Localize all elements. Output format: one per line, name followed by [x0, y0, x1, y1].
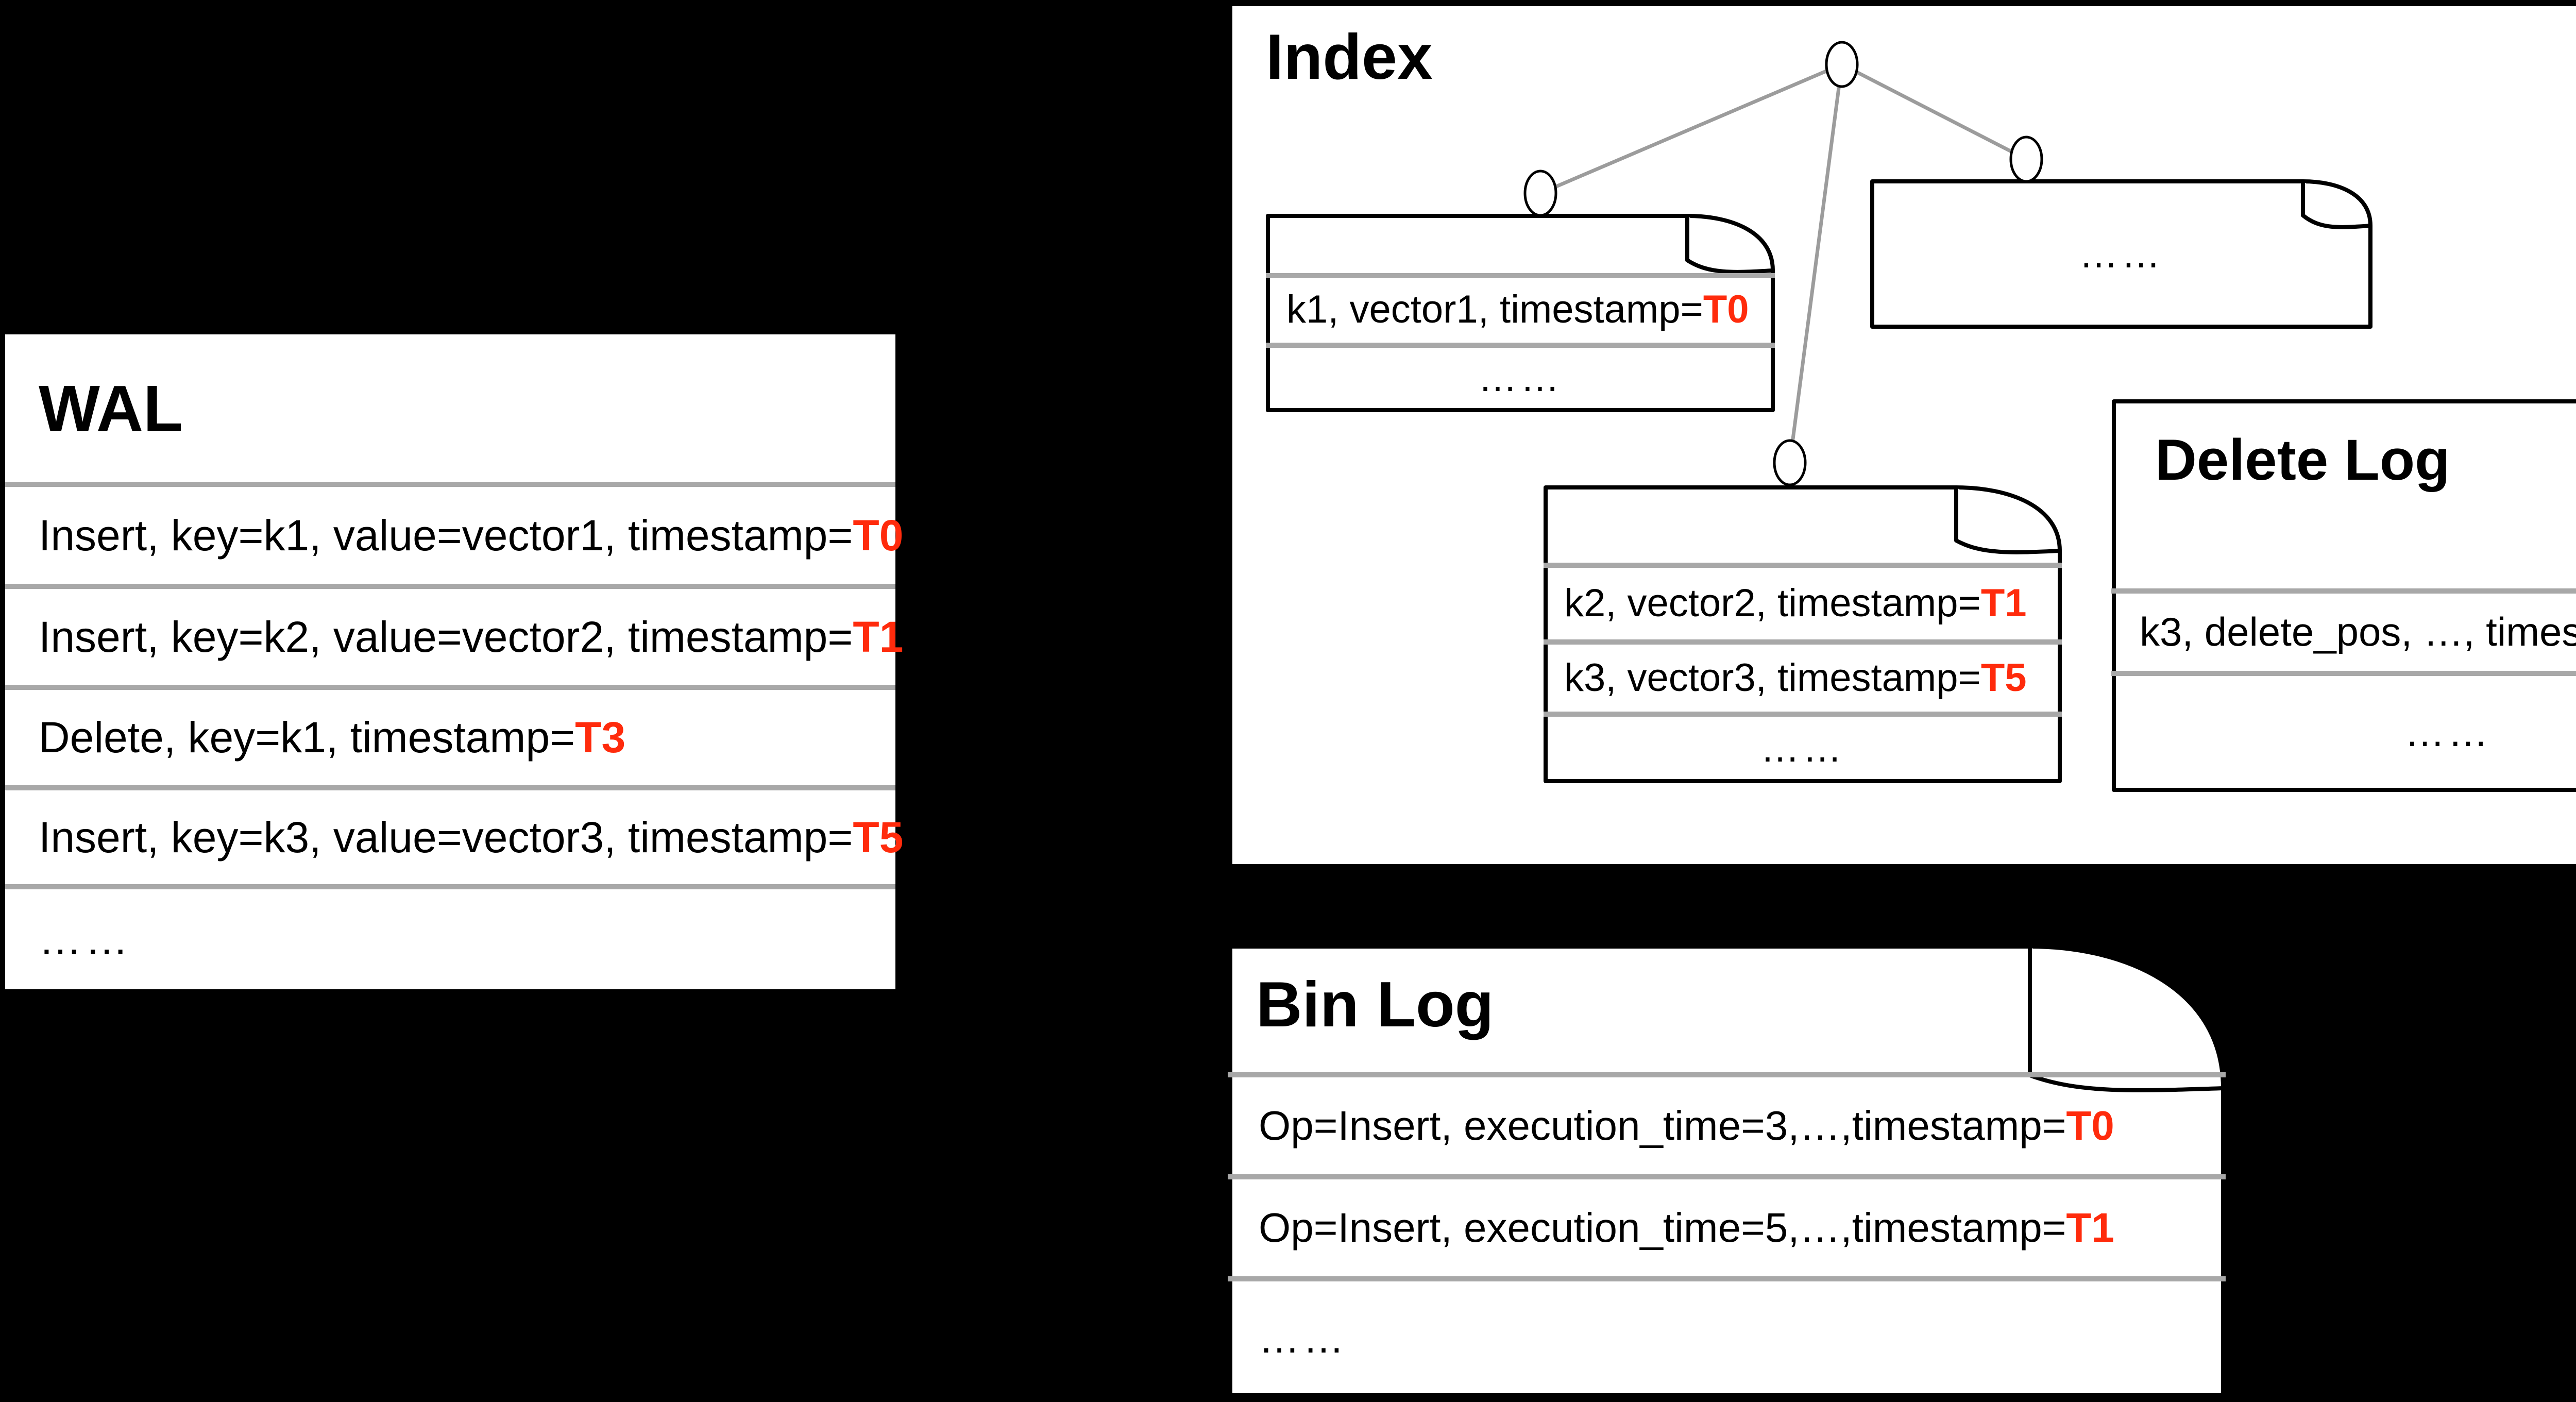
delete-log-row-ellipsis: ……	[2111, 675, 2576, 790]
document-shape	[2112, 399, 2576, 792]
timestamp-value: T5	[853, 813, 904, 862]
folded-corner	[2301, 181, 2371, 229]
ellipsis-text: ……	[1259, 1315, 1347, 1361]
wal-row-text: Insert, key=k2, value=vector2, timestamp…	[39, 612, 853, 661]
page-outline	[1870, 179, 2372, 329]
ellipsis-text: ……	[39, 915, 131, 964]
separator	[1266, 273, 1775, 278]
segment-row: k3, vector3, timestamp=T5	[1544, 644, 2062, 712]
folded-corner	[2028, 947, 2224, 1092]
folded-corner	[1954, 487, 2060, 554]
segment-row-text: k2, vector2, timestamp=	[1564, 581, 1981, 625]
segment-row-ellipsis: ……	[1870, 179, 2372, 329]
segment-row-ellipsis: ……	[1544, 716, 2062, 781]
separator	[1228, 1072, 2226, 1077]
document-shape	[1266, 214, 1775, 412]
page-outline	[1544, 485, 2062, 783]
separator	[5, 482, 895, 487]
separator	[2111, 588, 2576, 594]
separator	[5, 785, 895, 790]
page-outline	[1266, 214, 1775, 412]
timestamp-value: T0	[853, 511, 904, 560]
separator	[1544, 712, 2062, 717]
separator	[1228, 1276, 2226, 1281]
timestamp-value: T3	[575, 713, 626, 762]
wal-row: Delete, key=k1, timestamp=T3	[5, 690, 895, 785]
ellipsis-text: ……	[2404, 710, 2492, 755]
timestamp-value: T1	[853, 612, 904, 661]
index-segment-more-doc: ……	[1870, 179, 2372, 329]
wal-row: Insert, key=k3, value=vector3, timestamp…	[5, 790, 903, 884]
folded-corner	[1685, 216, 1773, 274]
bin-log-row-text: Op=Insert, execution_time=5,…,timestamp=	[1259, 1205, 2066, 1251]
bin-log-row: Op=Insert, execution_time=3,…,timestamp=…	[1228, 1077, 2226, 1174]
separator	[1266, 343, 1775, 348]
separator	[1544, 639, 2062, 645]
wal-row-ellipsis: ……	[5, 889, 895, 989]
delete-log-row-text: k3, delete_pos, …, timestamp=	[2140, 609, 2576, 654]
bin-log-row-text: Op=Insert, execution_time=3,…,timestamp=	[1259, 1103, 2066, 1148]
bin-log-row-ellipsis: ……	[1228, 1281, 2226, 1395]
delete-log-row: k3, delete_pos, …, timestamp=T3	[2111, 593, 2576, 671]
delete-log-doc: Delete Log k3, delete_pos, …, timestamp=…	[2111, 399, 2576, 792]
wal-row-text: Insert, key=k3, value=vector3, timestamp…	[39, 813, 853, 862]
ellipsis-text: ……	[2079, 232, 2164, 276]
segment-row-text: k3, vector3, timestamp=	[1564, 655, 1981, 700]
page-outline	[2112, 399, 2576, 792]
delete-log-title: Delete Log	[2155, 427, 2450, 492]
wal-row: Insert, key=k2, value=vector2, timestamp…	[5, 589, 903, 685]
wal-row-text: Insert, key=k1, value=vector1, timestamp…	[39, 511, 853, 560]
timestamp-value: T1	[2066, 1205, 2114, 1251]
segment-row: k2, vector2, timestamp=T1	[1544, 567, 2062, 639]
wal-row: Insert, key=k1, value=vector1, timestamp…	[5, 487, 903, 584]
separator	[2111, 671, 2576, 676]
timestamp-value: T1	[1980, 581, 2027, 625]
wal-row-text: Delete, key=k1, timestamp=	[39, 713, 575, 762]
separator	[1544, 563, 2062, 568]
timestamp-value: T0	[1703, 288, 1749, 331]
wal-title: WAL	[39, 371, 183, 445]
separator	[1228, 1174, 2226, 1179]
separator	[5, 584, 895, 589]
segment-row: k1, vector1, timestamp=T0	[1266, 276, 1775, 343]
separator	[5, 685, 895, 690]
timestamp-value: T5	[1980, 655, 2027, 700]
bin-log-title: Bin Log	[1256, 969, 1494, 1040]
bin-log-doc: Bin Log Op=Insert, execution_time=3,…,ti…	[1228, 944, 2226, 1398]
document-shape	[1870, 179, 2372, 329]
ellipsis-text: ……	[1478, 356, 1563, 400]
ellipsis-text: ……	[1760, 727, 1845, 770]
index-segment-k2k3-doc: k2, vector2, timestamp=T1 k3, vector3, t…	[1544, 485, 2062, 783]
index-segment-k1-doc: k1, vector1, timestamp=T0 ……	[1266, 214, 1775, 412]
bin-log-row: Op=Insert, execution_time=5,…,timestamp=…	[1228, 1179, 2226, 1276]
wal-box: WAL Insert, key=k1, value=vector1, times…	[5, 334, 903, 989]
document-shape	[1228, 944, 2225, 1397]
separator	[5, 884, 895, 889]
timestamp-value: T0	[2066, 1103, 2114, 1148]
document-shape	[1544, 485, 2062, 783]
segment-row-text: k1, vector1, timestamp=	[1286, 288, 1703, 331]
index-title: Index	[1266, 22, 1433, 93]
segment-row-ellipsis: ……	[1266, 346, 1775, 410]
